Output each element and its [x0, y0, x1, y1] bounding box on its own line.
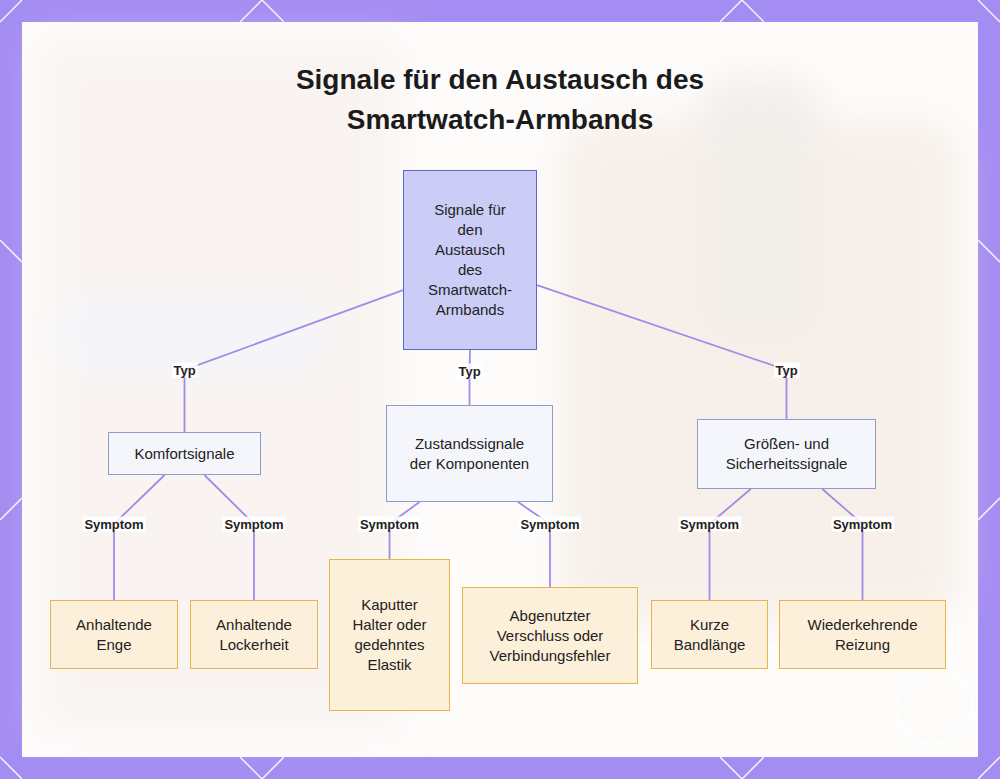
connector — [518, 502, 550, 587]
category-box: Komfortsignale — [108, 432, 261, 475]
root-box: Signale für den Austausch des Smartwatch… — [403, 170, 537, 350]
blurred-photo — [40, 40, 960, 730]
node-text: Wiederkehrende Reizung — [792, 615, 933, 655]
edge-label: Typ — [773, 363, 799, 378]
connector — [185, 290, 404, 432]
edge-label: Typ — [171, 363, 197, 378]
node-text: Kurze Bandlänge — [664, 615, 755, 655]
node-text: Abgenutzter Verschluss oder Verbindungsf… — [475, 606, 625, 666]
node-text: Zustandssignale der Komponenten — [409, 434, 530, 474]
edge-label: Symptom — [358, 517, 421, 532]
node-text: Signale für den Austausch des Smartwatch… — [422, 200, 518, 320]
connector — [537, 285, 787, 419]
connector — [822, 489, 862, 600]
badge-circle — [896, 668, 972, 744]
category-box: Größen- und Sicherheitssignale — [697, 419, 876, 489]
edge-label: Typ — [456, 364, 482, 379]
symptom-box: Anhaltende Enge — [50, 600, 178, 669]
node-text: Komfortsignale — [134, 444, 234, 464]
category-box: Zustandssignale der Komponenten — [386, 405, 553, 502]
node-text: Anhaltende Lockerheit — [203, 615, 305, 655]
panel — [22, 22, 978, 757]
connector — [114, 475, 165, 600]
symptom-box: Abgenutzter Verschluss oder Verbindungsf… — [462, 587, 638, 684]
connector — [710, 489, 751, 600]
node-text: Anhaltende Enge — [63, 615, 165, 655]
edge-label: Symptom — [82, 517, 145, 532]
symptom-box: Kurze Bandlänge — [651, 600, 768, 669]
edge-label: Symptom — [518, 517, 581, 532]
edge-label: Symptom — [678, 517, 741, 532]
edge-label: Symptom — [831, 517, 894, 532]
node-text: Kaputter Halter oder gedehntes Elastik — [342, 595, 437, 675]
diagram-title: Signale für den Austausch des Smartwatch… — [250, 60, 750, 140]
node-text: Größen- und Sicherheitssignale — [720, 434, 853, 474]
edge-label: Symptom — [222, 517, 285, 532]
symptom-box: Anhaltende Lockerheit — [190, 600, 318, 669]
symptom-box: Kaputter Halter oder gedehntes Elastik — [329, 559, 450, 711]
symptom-box: Wiederkehrende Reizung — [779, 600, 946, 669]
connector — [204, 475, 254, 600]
